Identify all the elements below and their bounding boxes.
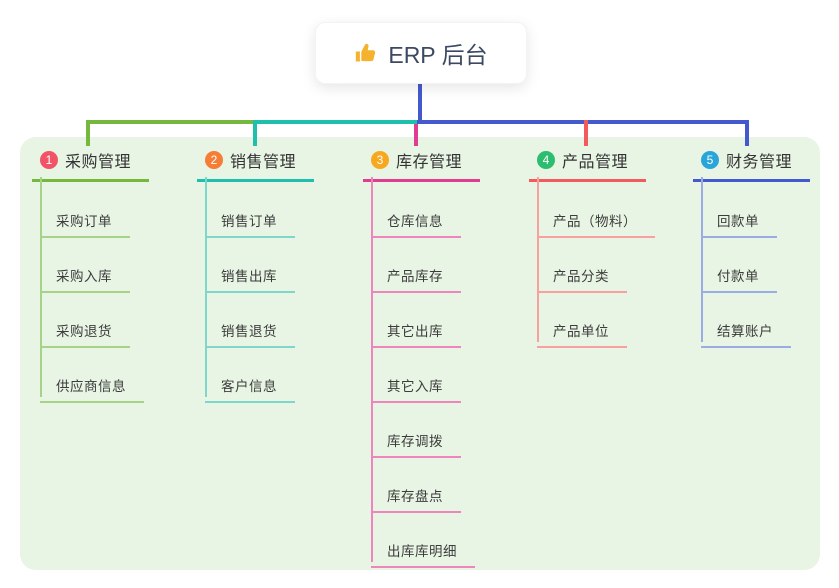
node-product-stock[interactable]: 产品库存	[371, 251, 461, 293]
branch-number-badge: 1	[40, 151, 58, 169]
node-label: 采购订单	[56, 214, 112, 229]
branch-title: 库存管理	[396, 154, 463, 171]
node-sales-return[interactable]: 销售退货	[205, 306, 295, 348]
branch-title: 财务管理	[726, 154, 793, 171]
drop-line-sales	[253, 120, 257, 146]
bus-line-sales	[253, 120, 417, 124]
branch-title: 销售管理	[230, 154, 297, 171]
node-label: 回款单	[717, 214, 759, 229]
node-label: 出库库明细	[387, 544, 457, 559]
branch-title: 采购管理	[65, 154, 132, 171]
node-label: 其它出库	[387, 324, 443, 339]
branch-sales[interactable]: 2 销售管理	[197, 148, 315, 182]
bus-line-finance	[417, 120, 749, 124]
node-label: 结算账户	[717, 324, 773, 339]
node-other-outbound[interactable]: 其它出库	[371, 306, 461, 348]
node-sales-outbound[interactable]: 销售出库	[205, 251, 295, 293]
drop-line-finance	[745, 120, 749, 146]
node-label: 销售订单	[221, 214, 277, 229]
node-label: 产品分类	[553, 269, 609, 284]
node-label: 其它入库	[387, 379, 443, 394]
root-node[interactable]: ERP 后台	[315, 22, 527, 84]
node-label: 供应商信息	[56, 379, 126, 394]
node-product-material[interactable]: 产品（物料）	[537, 196, 655, 238]
branch-number-badge: 2	[205, 151, 223, 169]
node-label: 采购入库	[56, 269, 112, 284]
spine-line-product	[537, 177, 539, 342]
spine-line-sales	[205, 177, 207, 397]
node-settlement-account[interactable]: 结算账户	[701, 306, 791, 348]
bus-line-purchase	[86, 120, 253, 124]
node-product-category[interactable]: 产品分类	[537, 251, 627, 293]
spine-line-finance	[701, 177, 703, 342]
node-customer-info[interactable]: 客户信息	[205, 361, 295, 403]
branch-number-badge: 5	[701, 151, 719, 169]
node-receipt-bill[interactable]: 回款单	[701, 196, 777, 238]
node-label: 产品库存	[387, 269, 443, 284]
branch-product[interactable]: 4 产品管理	[529, 148, 647, 182]
node-outbound-detail[interactable]: 出库库明细	[371, 526, 475, 568]
node-stock-transfer[interactable]: 库存调拨	[371, 416, 461, 458]
node-other-inbound[interactable]: 其它入库	[371, 361, 461, 403]
branches-panel	[20, 137, 820, 570]
drop-line-purchase	[86, 120, 90, 146]
node-product-unit[interactable]: 产品单位	[537, 306, 627, 348]
node-label: 销售退货	[221, 324, 277, 339]
node-label: 库存调拨	[387, 434, 443, 449]
node-label: 付款单	[717, 269, 759, 284]
branch-inventory[interactable]: 3 库存管理	[363, 148, 481, 182]
branch-finance[interactable]: 5 财务管理	[693, 148, 811, 182]
node-label: 产品单位	[553, 324, 609, 339]
node-payment-bill[interactable]: 付款单	[701, 251, 777, 293]
branch-title: 产品管理	[562, 154, 629, 171]
node-label: 采购退货	[56, 324, 112, 339]
root-title: ERP 后台	[388, 42, 488, 68]
thumbs-up-icon	[356, 43, 376, 62]
branch-number-badge: 4	[537, 151, 555, 169]
spine-line-purchase	[40, 177, 42, 397]
node-supplier-info[interactable]: 供应商信息	[40, 361, 144, 403]
root-trunk-line	[418, 82, 422, 124]
branch-number-badge: 3	[371, 151, 389, 169]
drop-line-product	[584, 120, 588, 146]
node-purchase-inbound[interactable]: 采购入库	[40, 251, 130, 293]
node-sales-order[interactable]: 销售订单	[205, 196, 295, 238]
node-warehouse-info[interactable]: 仓库信息	[371, 196, 461, 238]
drop-line-inventory	[414, 124, 418, 146]
node-stock-check[interactable]: 库存盘点	[371, 471, 461, 513]
node-label: 客户信息	[221, 379, 277, 394]
node-label: 销售出库	[221, 269, 277, 284]
node-purchase-return[interactable]: 采购退货	[40, 306, 130, 348]
node-label: 库存盘点	[387, 489, 443, 504]
node-label: 产品（物料）	[553, 214, 637, 229]
spine-line-inventory	[371, 177, 373, 562]
branch-purchase[interactable]: 1 采购管理	[32, 148, 150, 182]
node-purchase-order[interactable]: 采购订单	[40, 196, 130, 238]
node-label: 仓库信息	[387, 214, 443, 229]
